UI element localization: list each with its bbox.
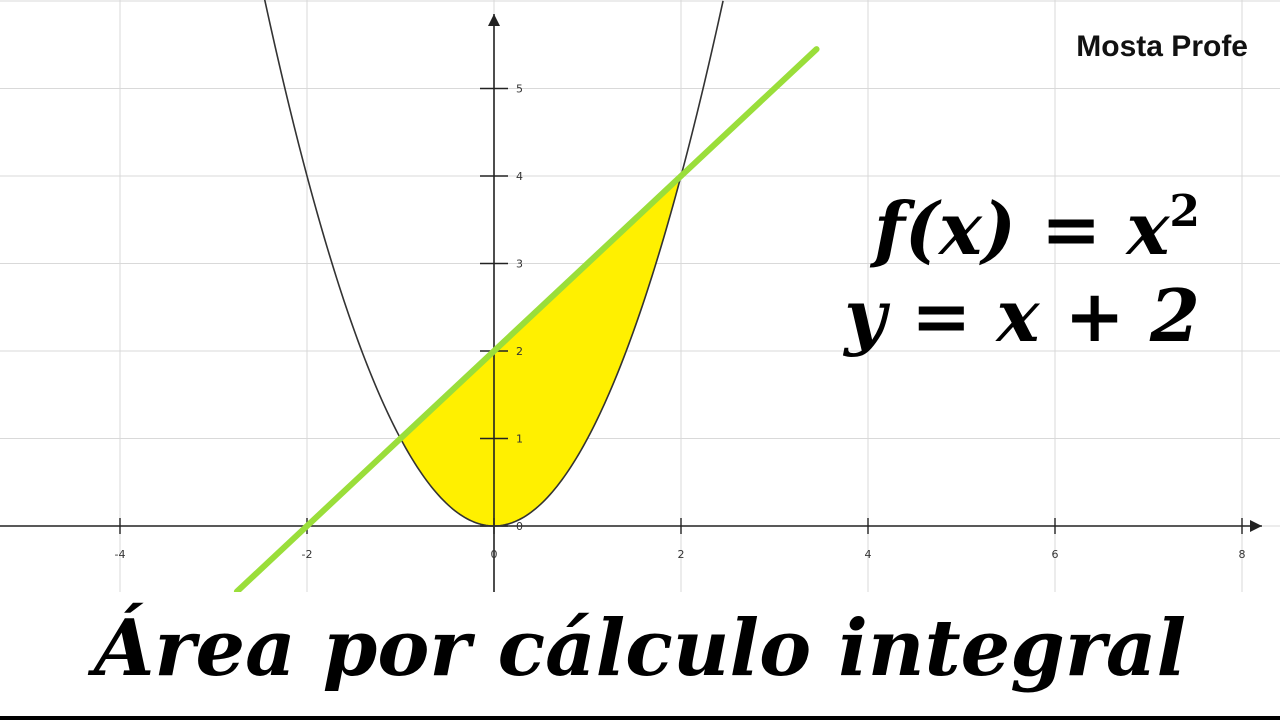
y-tick-label: 1 bbox=[516, 433, 523, 446]
x-tick-label: 8 bbox=[1239, 548, 1246, 561]
formula-parabola-text: f(x) = x bbox=[873, 186, 1170, 271]
y-tick-label: 4 bbox=[516, 170, 523, 183]
x-tick-label: 2 bbox=[678, 548, 685, 561]
formula-line: y = x + 2 bbox=[844, 273, 1200, 358]
x-axis-arrow bbox=[1250, 520, 1262, 532]
x-tick-label: 4 bbox=[865, 548, 872, 561]
shaded-area bbox=[400, 176, 681, 526]
y-tick-label: 0 bbox=[516, 520, 523, 533]
formula-parabola-exponent: 2 bbox=[1169, 186, 1200, 237]
y-axis-arrow bbox=[488, 14, 500, 26]
brand-label: Mosta Profe bbox=[1076, 30, 1248, 63]
y-tick-label: 3 bbox=[516, 258, 523, 271]
title-band bbox=[0, 592, 1280, 718]
line-graph bbox=[233, 46, 820, 595]
x-tick-label: -2 bbox=[302, 548, 313, 561]
bottom-rule bbox=[0, 716, 1280, 720]
x-tick-label: 0 bbox=[491, 548, 498, 561]
x-tick-label: -4 bbox=[115, 548, 126, 561]
parabola-curve bbox=[263, 0, 724, 527]
y-tick-label: 2 bbox=[516, 345, 523, 358]
x-tick-label: 6 bbox=[1052, 548, 1059, 561]
y-tick-label: 5 bbox=[516, 83, 523, 96]
formula-parabola: f(x) = x2 bbox=[874, 190, 1200, 265]
page-title: Área por cálculo integral bbox=[93, 603, 1187, 694]
